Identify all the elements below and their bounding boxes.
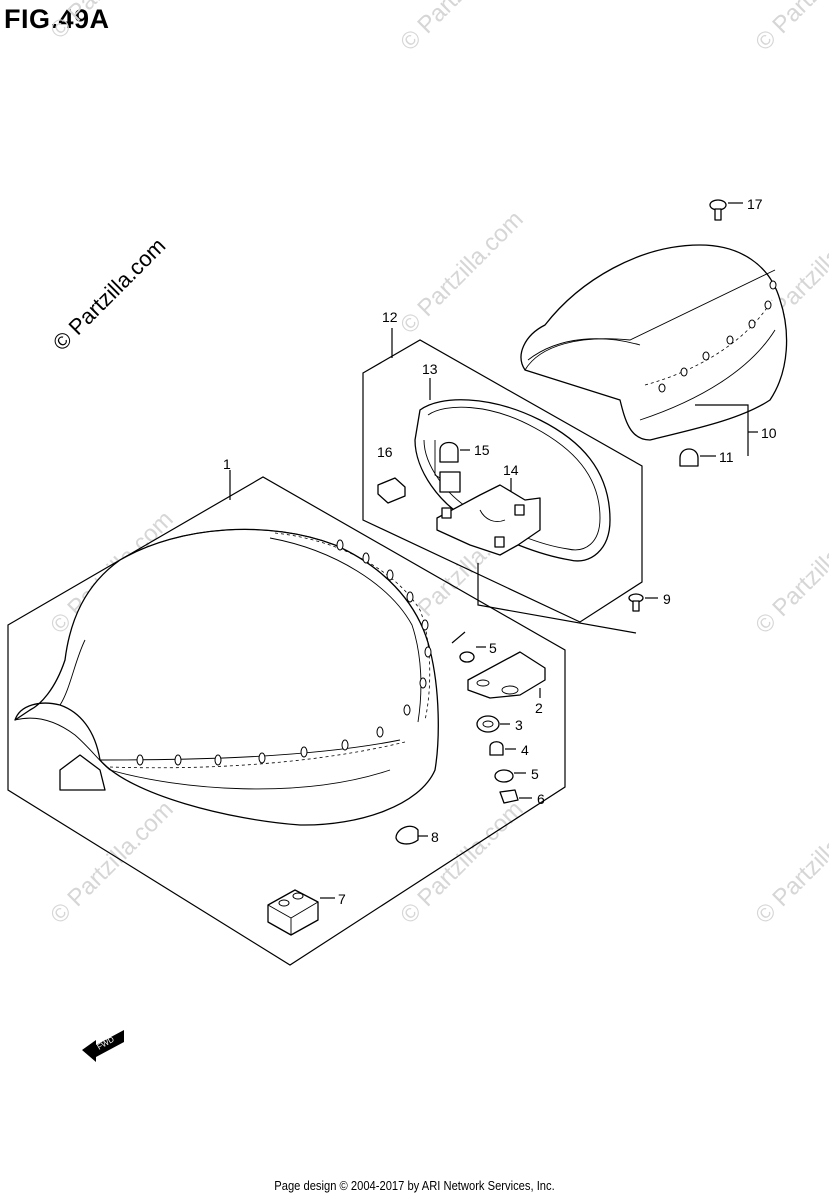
part-3-grommet xyxy=(476,715,500,733)
part-7 xyxy=(267,889,319,936)
callout-7: 7 xyxy=(338,891,346,907)
rear-seat-rivets xyxy=(658,280,777,393)
connector-line xyxy=(477,563,637,634)
watermark: © Partzilla.com xyxy=(395,206,528,339)
footer-credit: Page design © 2004-2017 by ARI Network S… xyxy=(274,1178,555,1193)
callout-3: 3 xyxy=(515,717,523,733)
callout-5b: 5 xyxy=(531,766,539,782)
callout-13: 13 xyxy=(422,361,438,377)
callout-16: 16 xyxy=(377,444,393,460)
callout-1: 1 xyxy=(223,456,231,472)
callout-numbers: 1 2 3 4 5 5 6 7 8 9 10 11 12 13 14 15 16… xyxy=(223,196,777,907)
part-9 xyxy=(628,593,644,612)
part-4 xyxy=(489,741,504,756)
part-5a xyxy=(459,651,475,663)
callout-2: 2 xyxy=(535,700,543,716)
seat-assembly-box xyxy=(7,476,566,966)
part-6 xyxy=(499,789,519,804)
front-seat xyxy=(14,528,439,826)
watermark: © Partzilla.com xyxy=(750,796,829,929)
leader-line-5a-left xyxy=(451,631,466,644)
part-15 xyxy=(439,441,461,493)
part-5b xyxy=(494,769,514,783)
part-14-plate xyxy=(436,484,541,556)
callout-9: 9 xyxy=(663,591,671,607)
part-10-rear-seat xyxy=(520,244,788,441)
callout-4: 4 xyxy=(521,742,529,758)
part-17 xyxy=(709,199,727,221)
watermark: © Partzilla.com xyxy=(395,796,528,929)
watermark: © Partzilla.com xyxy=(750,0,829,56)
part-11 xyxy=(679,448,699,467)
callout-17: 17 xyxy=(747,196,763,212)
part-2-bracket xyxy=(467,651,546,699)
callout-14: 14 xyxy=(503,462,519,478)
callout-8: 8 xyxy=(431,829,439,845)
callout-15: 15 xyxy=(474,442,490,458)
fwd-arrow: FWD xyxy=(82,1030,124,1062)
callout-11: 11 xyxy=(719,449,734,465)
seat-rivets xyxy=(136,539,432,766)
watermark: © Partzilla.com xyxy=(45,0,178,44)
watermark: © Partzilla.com xyxy=(45,796,178,929)
callout-10: 10 xyxy=(761,425,777,441)
callout-5a: 5 xyxy=(489,640,497,656)
bracket-assembly-box xyxy=(362,339,643,623)
copyright-watermark: © Partzilla.com xyxy=(48,233,171,356)
callout-6: 6 xyxy=(537,791,545,807)
part-8 xyxy=(395,825,419,845)
leader-line-10 xyxy=(695,404,749,456)
figure-title: FIG.49A xyxy=(4,4,110,34)
watermark: © Partzilla.com xyxy=(395,0,528,56)
watermark: © Partzilla.com xyxy=(750,506,829,639)
part-16 xyxy=(377,477,406,504)
callout-12: 12 xyxy=(382,309,398,325)
